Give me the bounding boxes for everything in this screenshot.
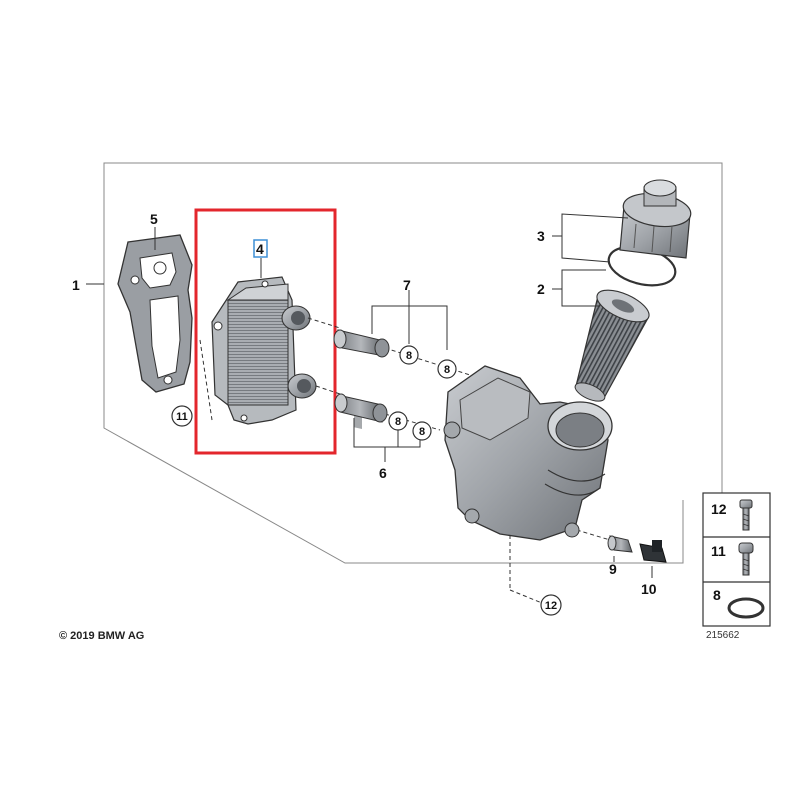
callout-9[interactable]: 9 (609, 561, 617, 577)
callout-8d: 8 (419, 426, 425, 438)
oil-sensor-part[interactable] (607, 535, 633, 553)
circled-callout-8a[interactable]: 8 (399, 345, 419, 365)
legend-number-12: 12 (711, 501, 727, 517)
callout-10[interactable]: 10 (641, 581, 657, 597)
circled-callout-8c[interactable]: 8 (388, 411, 408, 431)
oil-cooler-part[interactable] (211, 276, 317, 425)
callout-6[interactable]: 6 (379, 465, 387, 481)
assembly-outline (103, 162, 723, 500)
callout-5[interactable]: 5 (150, 211, 158, 227)
filter-cap-part[interactable] (619, 179, 693, 259)
selection-highlight-frame (194, 208, 337, 455)
socket-head-bolt-icon (738, 542, 754, 576)
selected-callout-box (253, 239, 268, 258)
oil-filter-housing-part[interactable] (443, 365, 613, 541)
callout-8b: 8 (444, 364, 450, 376)
assembly-outline-lower (103, 283, 684, 564)
gasket-part[interactable] (117, 234, 193, 393)
callout-4[interactable]: 4 (256, 241, 264, 257)
circled-callout-8b[interactable]: 8 (437, 359, 457, 379)
o-ring-icon (727, 597, 765, 619)
legend-item-8[interactable]: 8 (713, 587, 765, 619)
callout-1[interactable]: 1 (72, 277, 80, 293)
circled-callout-11[interactable]: 11 (171, 405, 193, 427)
callout-8c: 8 (395, 416, 401, 428)
circled-callout-12[interactable]: 12 (540, 594, 562, 616)
pressure-switch-part[interactable] (639, 540, 667, 563)
connector-pipe-lower-part[interactable] (334, 393, 388, 423)
copyright-notice: © 2019 BMW AG (59, 630, 145, 642)
legend-item-11[interactable]: 11 (711, 542, 754, 576)
callout-12: 12 (545, 600, 557, 612)
callout-4-selected[interactable]: 4 (253, 239, 268, 258)
callout-2[interactable]: 2 (537, 281, 545, 297)
legend-number-8: 8 (713, 587, 721, 603)
callout-3[interactable]: 3 (537, 228, 545, 244)
callout-7[interactable]: 7 (403, 277, 411, 293)
callout-11: 11 (176, 411, 188, 423)
small-parts-legend: 12 11 8 (702, 492, 771, 627)
circled-callout-8d[interactable]: 8 (412, 421, 432, 441)
callout-8a: 8 (406, 350, 412, 362)
bolt-icon (739, 499, 753, 531)
filter-element-part[interactable] (573, 284, 654, 405)
legend-item-12[interactable]: 12 (711, 499, 753, 531)
leader-lines (86, 213, 653, 578)
diagram-number: 215662 (706, 630, 740, 641)
legend-number-11: 11 (711, 543, 726, 559)
